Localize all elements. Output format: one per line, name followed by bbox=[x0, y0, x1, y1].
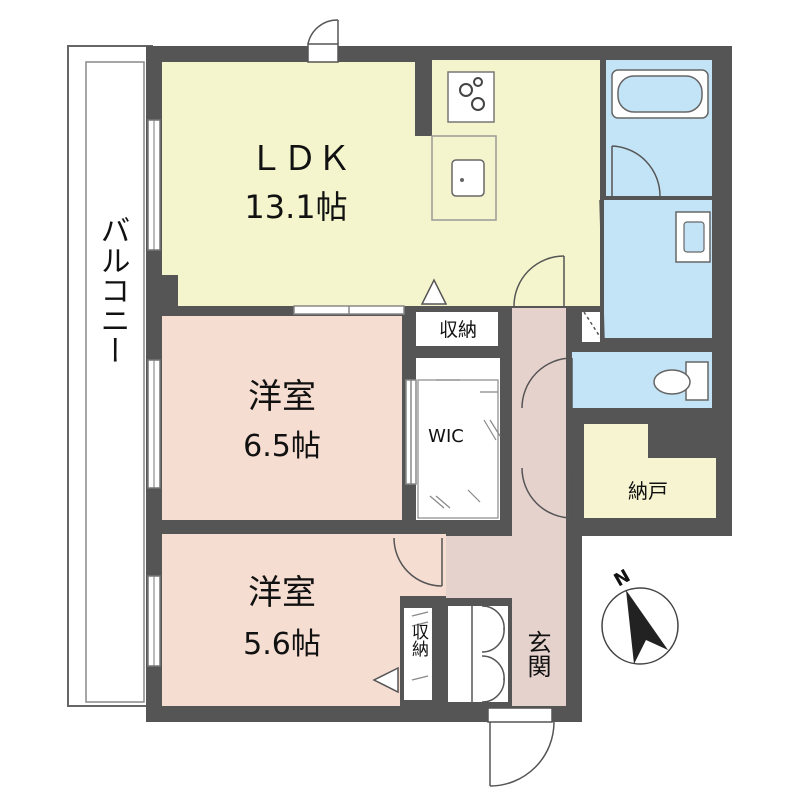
entrance-label: 玄関 bbox=[523, 630, 551, 678]
ldk-hall-door bbox=[513, 255, 565, 307]
stove bbox=[447, 71, 495, 123]
wic-shelving bbox=[417, 379, 501, 519]
western-room-2-door bbox=[393, 537, 443, 587]
washroom-door bbox=[583, 199, 605, 341]
compass-north-label: N bbox=[610, 566, 634, 592]
balcony-label: バルコニー bbox=[95, 215, 130, 365]
bathtub-icon bbox=[611, 69, 709, 119]
burner-icon bbox=[471, 97, 485, 111]
ldk-top-door bbox=[307, 19, 339, 63]
wic-sliding-door bbox=[405, 379, 417, 485]
bath-door bbox=[611, 145, 661, 197]
toilet-door bbox=[521, 357, 573, 409]
storage-arrow-icon bbox=[420, 278, 448, 305]
western-room-2-size: 5.6帖 bbox=[243, 627, 321, 662]
pantry-door bbox=[521, 467, 573, 519]
storage-arrow-icon bbox=[372, 666, 399, 694]
wic-floor bbox=[416, 358, 500, 520]
ldk-floor bbox=[162, 60, 600, 306]
western-room-1-floor bbox=[162, 316, 402, 520]
corridor-nook bbox=[582, 312, 600, 342]
pantry-floor bbox=[584, 424, 716, 518]
western-room-2-name: 洋室 bbox=[248, 573, 316, 613]
toilet-icon bbox=[653, 361, 709, 401]
kitchen bbox=[431, 71, 497, 221]
balcony bbox=[67, 45, 153, 707]
wic-label: WIC bbox=[428, 426, 464, 447]
small-storage-floor bbox=[404, 608, 432, 700]
ldk-name: ＬＤＫ bbox=[249, 139, 351, 179]
western-room-1-name: 洋室 bbox=[248, 377, 316, 417]
western-room-2-floor bbox=[162, 534, 446, 706]
shoe-cabinet-floor bbox=[448, 606, 508, 702]
shoe-cabinet bbox=[471, 605, 505, 703]
ldk-size: 13.1帖 bbox=[244, 188, 347, 226]
entrance-door bbox=[487, 707, 555, 787]
western-room-1-size: 6.5帖 bbox=[243, 429, 321, 464]
ldk-storage-label: 収納 bbox=[439, 319, 477, 341]
small-storage-shelves bbox=[411, 611, 429, 681]
washbasin-icon bbox=[675, 211, 711, 263]
ldk-storage-floor bbox=[416, 312, 498, 346]
hallway-floor bbox=[446, 308, 566, 706]
burner-icon bbox=[473, 77, 483, 87]
ldk-sliding-door bbox=[293, 305, 405, 315]
small-storage-label: 収納 bbox=[408, 623, 429, 658]
sink-icon bbox=[451, 159, 485, 197]
burner-icon bbox=[459, 83, 473, 97]
compass-icon: N bbox=[601, 566, 679, 665]
pantry-label: 納戸 bbox=[628, 479, 668, 503]
